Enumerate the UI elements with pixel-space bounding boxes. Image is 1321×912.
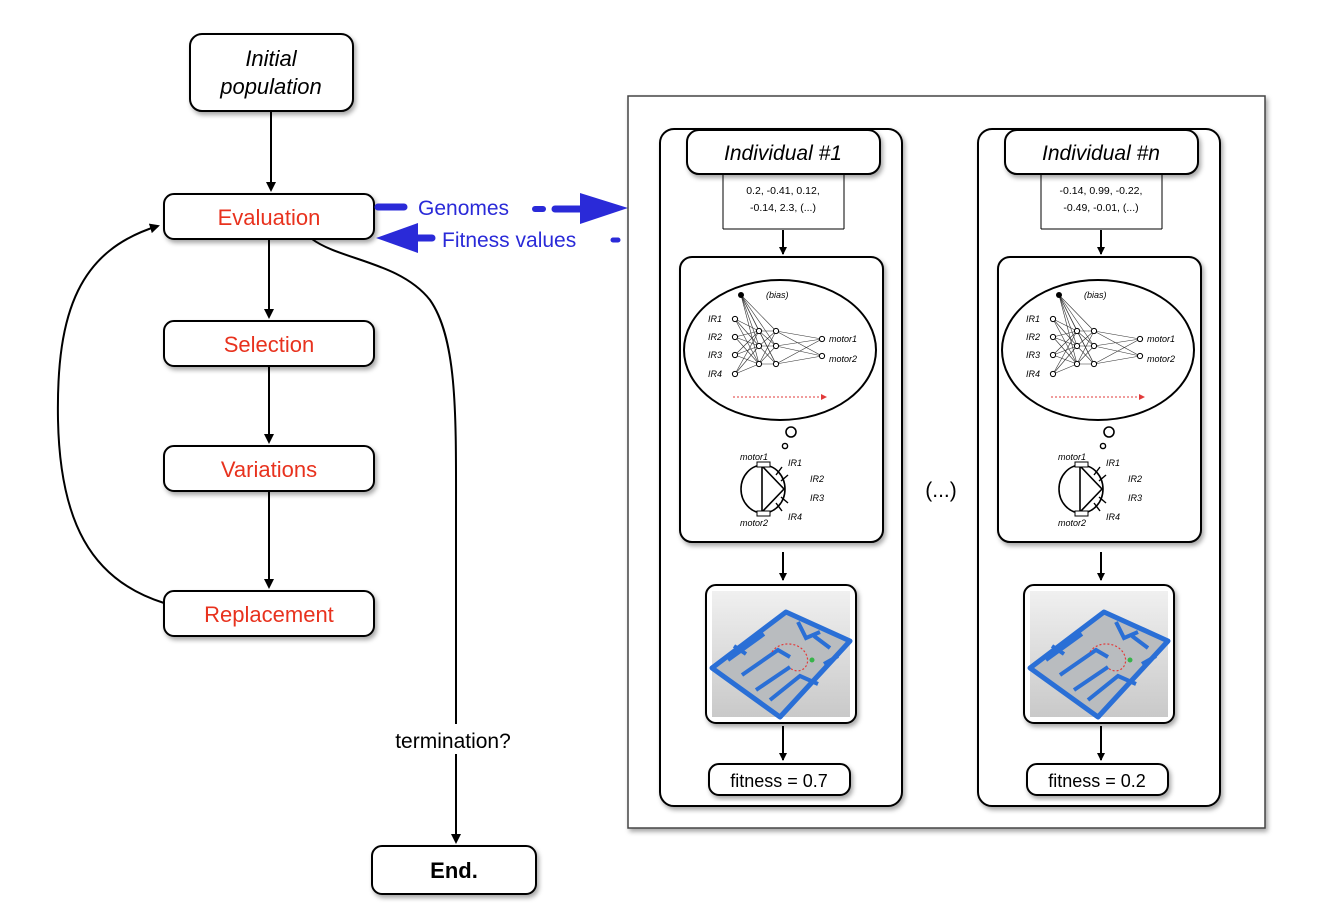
robot-motor-label: motor2: [740, 518, 768, 528]
replacement-label: Replacement: [204, 602, 334, 627]
genome-values-line-2: -0.14, 2.3, (...): [750, 202, 816, 214]
bias-label: (bias): [766, 290, 789, 300]
initial-population-label-1: Initial: [245, 46, 297, 71]
bias-node: [1056, 292, 1062, 298]
robot-icon: [1058, 461, 1107, 517]
end-box: [371, 845, 537, 895]
net-input-label: IR2: [708, 332, 722, 342]
thought-bubble-small: [1099, 442, 1107, 450]
flowchart: Initial population Evaluation Selection …: [56, 33, 537, 895]
initial-population-label-2: population: [219, 74, 322, 99]
evaluation-links: Genomes Fitness values: [374, 193, 628, 253]
net-input-label: IR2: [1026, 332, 1040, 342]
robot-motor-label: motor1: [1058, 452, 1086, 462]
robot-icon: [740, 461, 789, 517]
robot-sensor-label: IR2: [1128, 474, 1142, 484]
variations-label: Variations: [221, 457, 317, 482]
maze-simulation-image: [1027, 591, 1171, 720]
termination-arrow: [311, 238, 461, 844]
net-input-label: IR4: [708, 369, 722, 379]
selection-label: Selection: [224, 332, 315, 357]
fitness-box: [1026, 763, 1169, 796]
robot-sensor-label: IR3: [810, 493, 824, 503]
robot-sensor-label: IR1: [788, 458, 802, 468]
loop-arrow-replacement-to-evaluation: [56, 223, 165, 604]
genome-values-line-1: -0.14, 0.99, -0.22,: [1060, 185, 1143, 197]
neural-network: [731, 292, 827, 400]
net-input-label: IR1: [1026, 314, 1040, 324]
individual-card-n: Individual #n -0.14, 0.99, -0.22, -0.49,…: [977, 128, 1221, 807]
net-output-label: motor1: [829, 334, 857, 344]
thought-bubble-small: [781, 442, 789, 450]
evaluation-label: Evaluation: [218, 205, 321, 230]
robot-sensor-label: IR1: [1106, 458, 1120, 468]
robot-sensor-label: IR4: [788, 512, 802, 522]
genomes-label: Genomes: [418, 197, 509, 220]
neural-network-bubble: [1001, 279, 1195, 421]
termination-label: termination?: [395, 730, 511, 753]
maze-simulation-image: [709, 591, 853, 720]
individual-title-box: [1004, 129, 1199, 175]
end-label: End.: [430, 858, 478, 883]
net-output-label: motor1: [1147, 334, 1175, 344]
genome-values-line-1: 0.2, -0.41, 0.12,: [746, 185, 820, 197]
termination-label-bg: [372, 724, 534, 754]
thought-bubble-large: [1103, 426, 1115, 438]
net-output-label: motor2: [829, 354, 857, 364]
robot-motor-label: motor2: [1058, 518, 1086, 528]
fitness-values-label: Fitness values: [442, 229, 576, 252]
bias-node: [738, 292, 744, 298]
fitness-values-arrowhead: [376, 223, 418, 253]
individual-title: Individual #1: [724, 142, 842, 165]
robot-sensor-label: IR3: [1128, 493, 1142, 503]
individual-title: Individual #n: [1042, 142, 1160, 165]
bias-label: (bias): [1084, 290, 1107, 300]
individual-title-box: [686, 129, 881, 175]
net-input-label: IR3: [708, 350, 722, 360]
ellipsis-label: (...): [925, 479, 957, 502]
genome-values-line-2: -0.49, -0.01, (...): [1063, 202, 1138, 214]
robot-motor-label: motor1: [740, 452, 768, 462]
individual-card-1: Individual #1 0.2, -0.41, 0.12, -0.14, 2…: [659, 128, 903, 807]
neural-network-bubble: [683, 279, 877, 421]
fitness-label: fitness = 0.2: [1048, 771, 1146, 791]
thought-bubble-large: [785, 426, 797, 438]
net-input-label: IR4: [1026, 369, 1040, 379]
fitness-label: fitness = 0.7: [730, 771, 828, 791]
net-input-label: IR1: [708, 314, 722, 324]
net-output-label: motor2: [1147, 354, 1175, 364]
robot-sensor-label: IR2: [810, 474, 824, 484]
net-input-label: IR3: [1026, 350, 1040, 360]
replacement-box: [163, 590, 375, 637]
robot-sensor-label: IR4: [1106, 512, 1120, 522]
neural-network: [1049, 292, 1145, 400]
genomes-arrowhead: [580, 193, 628, 224]
fitness-box: [708, 763, 851, 796]
